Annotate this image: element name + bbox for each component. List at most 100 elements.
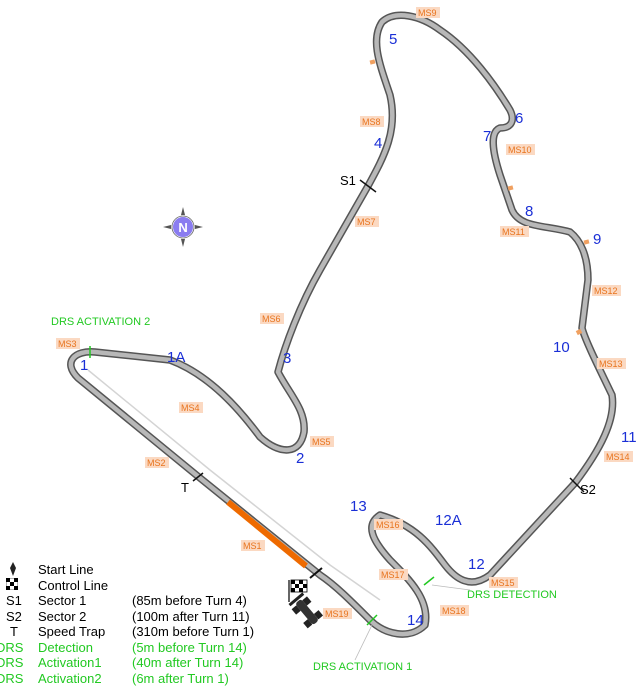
ms-label: MS12: [594, 286, 618, 296]
legend-note: (5m before Turn 14): [132, 639, 247, 655]
legend-row-drs-activation2: DRS Activation2 (6m after Turn 1): [0, 670, 304, 687]
ms-label-bg: [592, 285, 621, 296]
speed-trap-marker: [192, 472, 204, 482]
ms-label: MS14: [606, 452, 630, 462]
ms-label: MS2: [147, 458, 166, 468]
ms-label-bg: [241, 540, 265, 551]
mini-sector-ticks: [369, 59, 590, 336]
ms-label-bg: [145, 457, 169, 468]
ms-label: MS19: [325, 609, 349, 619]
ms-label: MS5: [312, 437, 331, 447]
ms-label: MS1: [243, 541, 262, 551]
compass-icon: N: [163, 207, 203, 247]
turn-label: 1: [80, 357, 88, 374]
turn-label: 3: [283, 350, 291, 367]
turn-label: 6: [515, 110, 523, 127]
speed-trap-label: T: [181, 480, 189, 495]
pit-lane: [87, 369, 381, 601]
drs-activation1-line: [366, 614, 378, 626]
ms-label-bg: [260, 313, 284, 324]
ms-label: MS13: [599, 359, 623, 369]
legend-row-speed-trap: T Speed Trap (310m before Turn 1): [4, 624, 304, 640]
legend-symbol: DRS: [0, 655, 24, 670]
turn-label: 9: [593, 231, 601, 248]
ms-label-bg: [489, 577, 518, 588]
drs-activation1-label: DRS ACTIVATION 1: [313, 661, 412, 673]
legend-label: Detection: [38, 639, 93, 655]
ms-label: MS8: [362, 117, 381, 127]
legend-note: (100m after Turn 11): [132, 608, 250, 624]
turn-label: 10: [553, 339, 570, 356]
turn-label: 14: [407, 612, 424, 629]
legend-label: Start Line: [38, 562, 94, 577]
turn-label: 8: [525, 203, 533, 220]
start-line: [309, 567, 323, 579]
chequered-flag-icon: [288, 579, 308, 602]
drs-detection-line: [423, 576, 435, 586]
sector2-label: S2: [580, 482, 596, 497]
legend-label: Sector 1: [38, 593, 87, 608]
legend-row-control: Control Line: [4, 577, 304, 594]
turn-labels: 1 1A 2 3 4 5 6 7 8 9 10 11 12 12A 13 14: [80, 31, 637, 629]
ms-label: MS7: [357, 217, 376, 227]
turn-label: 2: [296, 450, 304, 467]
legend-symbol: DRS: [0, 670, 24, 686]
legend-symbol: DRS: [0, 639, 24, 655]
legend-note: (310m before Turn 1): [132, 624, 255, 639]
legend: Start Line Control Line S1 Sector 1 (85m…: [0, 562, 304, 687]
turn-label: 7: [483, 128, 491, 145]
ms-label: MS15: [491, 578, 515, 588]
ms-label: MS6: [262, 314, 281, 324]
car-icon: [288, 592, 324, 629]
track-outline: [67, 11, 617, 638]
sector1-label: S1: [340, 173, 356, 188]
ms-label-bg: [440, 605, 469, 616]
turn-label: 12: [468, 556, 485, 573]
legend-note: (85m before Turn 4): [132, 593, 247, 608]
sector2-marker: [569, 477, 585, 493]
turn-label: 4: [374, 135, 382, 152]
ms-label-bg: [597, 358, 626, 369]
ms-label: MS4: [181, 403, 200, 413]
legend-label: Activation2: [38, 670, 102, 686]
ms-label-bg: [56, 338, 80, 349]
ms-label-bg: [416, 7, 440, 18]
ms-label-bg: [506, 144, 535, 155]
ms-label-bg: [360, 116, 384, 127]
ms-label-bg: [379, 569, 408, 580]
start-line-icon: [6, 562, 36, 580]
legend-row-drs-activation1: DRS Activation1 (40m after Turn 14): [0, 655, 304, 671]
legend-label: Activation1: [38, 655, 102, 670]
legend-label: Speed Trap: [38, 624, 106, 639]
turn-label: 13: [350, 498, 367, 515]
ms-label-bg: [500, 226, 529, 237]
drs-detection-leader: [431, 584, 471, 591]
legend-symbol: S2: [6, 608, 22, 624]
ms-label: MS18: [442, 606, 466, 616]
mini-sector-labels: MS1 MS2 MS3 MS4 MS5 MS6 MS7 MS8 MS9 MS10…: [56, 7, 633, 619]
ms-label-bg: [604, 451, 633, 462]
turn-label: 11: [621, 429, 637, 446]
legend-symbol: T: [10, 624, 18, 639]
legend-label: Sector 2: [38, 608, 87, 624]
legend-row-s1: S1 Sector 1 (85m before Turn 4): [4, 593, 304, 609]
legend-row-s2: S2 Sector 2 (100m after Turn 11): [4, 609, 304, 625]
ms-label: MS17: [381, 570, 405, 580]
ms-label-bg: [374, 519, 403, 530]
legend-note: (40m after Turn 14): [132, 655, 244, 670]
ms-label-bg: [310, 436, 334, 447]
ms-label: MS3: [58, 339, 77, 349]
legend-row-drs-detection: DRS Detection (5m before Turn 14): [0, 639, 304, 656]
ms-label-bg: [355, 216, 379, 227]
ms-label-bg: [179, 402, 203, 413]
turn-label: 12A: [435, 512, 462, 529]
turn-label: 1A: [167, 349, 185, 366]
sector1-marker: [359, 179, 377, 193]
ms-label: MS16: [376, 520, 400, 530]
drs-activation1-leader: [354, 624, 373, 661]
legend-note: (6m after Turn 1): [132, 670, 229, 686]
speed-trap-zone: [226, 499, 308, 569]
drs-detection-label: DRS DETECTION: [467, 589, 557, 601]
drs-activation2-label: DRS ACTIVATION 2: [51, 316, 150, 328]
